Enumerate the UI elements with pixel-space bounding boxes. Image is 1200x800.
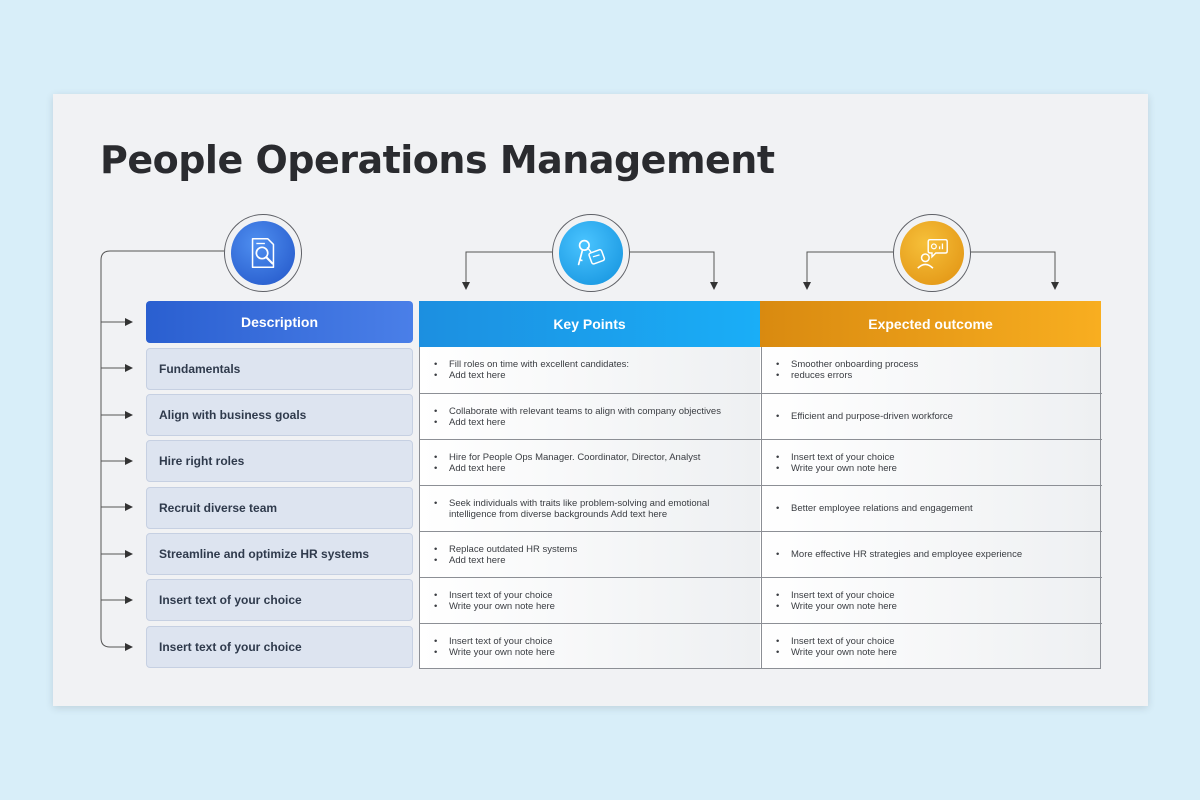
list-item: •Fill roles on time with excellent candi… <box>434 359 630 370</box>
list-item: •Seek individuals with traits like probl… <box>434 497 710 520</box>
list-item: •Write your own note here <box>776 462 897 474</box>
key-tag-icon <box>577 239 606 266</box>
list-item: •Write your own note here <box>434 646 555 658</box>
key-points-icon-badge <box>552 214 630 292</box>
description-cell: Insert text of your choice <box>146 626 413 668</box>
key-points-cell: •Insert text of your choice •Write your … <box>420 577 761 623</box>
document-search-icon <box>251 237 275 269</box>
list-item: •Insert text of your choice <box>434 635 553 647</box>
list-item: •Write your own note here <box>434 600 555 612</box>
list-item: •Insert text of your choice <box>776 589 895 601</box>
list-item: •Insert text of your choice <box>434 589 553 601</box>
key-points-cell: •Replace outdated HR systems •Add text h… <box>420 531 761 577</box>
list-item: •Better employee relations and engagemen… <box>776 503 973 514</box>
list-item: •Insert text of your choice <box>776 451 895 463</box>
outcome-icon-badge <box>893 214 971 292</box>
list-item: •Add text here <box>434 416 506 428</box>
list-item: •Collaborate with relevant teams to alig… <box>434 405 721 417</box>
key-points-cell: •Fill roles on time with excellent candi… <box>420 347 761 393</box>
key-points-header: Key Points <box>419 301 760 347</box>
description-cell: Align with business goals <box>146 394 413 436</box>
description-cell: Hire right roles <box>146 440 413 482</box>
description-cell: Recruit diverse team <box>146 487 413 529</box>
list-item: •Add text here <box>434 370 506 381</box>
outcome-cell: •More effective HR strategies and employ… <box>761 531 1102 577</box>
list-item: •Efficient and purpose-driven workforce <box>776 411 953 422</box>
list-item: •Write your own note here <box>776 600 897 612</box>
expected-outcome-header: Expected outcome <box>760 301 1101 347</box>
person-idea-icon <box>917 238 948 269</box>
description-header: Description <box>146 301 413 343</box>
list-item: •Add text here <box>434 462 506 474</box>
list-item: •reduces errors <box>776 370 853 381</box>
key-points-cell: •Insert text of your choice •Write your … <box>420 623 761 669</box>
outcome-cell: •Better employee relations and engagemen… <box>761 485 1102 531</box>
content-table: •Fill roles on time with excellent candi… <box>419 347 1102 669</box>
list-item: •Add text here <box>434 554 506 566</box>
list-item: •Smoother onboarding process <box>776 359 919 370</box>
page-title: People Operations Management <box>100 138 775 182</box>
outcome-cell: •Smoother onboarding process •reduces er… <box>761 347 1102 393</box>
key-points-cell: •Hire for People Ops Manager. Coordinato… <box>420 439 761 485</box>
outcome-cell: •Efficient and purpose-driven workforce <box>761 393 1102 439</box>
description-cell: Insert text of your choice <box>146 579 413 621</box>
outcome-cell: •Insert text of your choice •Write your … <box>761 439 1102 485</box>
description-icon-badge <box>224 214 302 292</box>
description-cell: Streamline and optimize HR systems <box>146 533 413 575</box>
list-item: •Insert text of your choice <box>776 635 895 647</box>
list-item: •Write your own note here <box>776 646 897 658</box>
outcome-cell: •Insert text of your choice •Write your … <box>761 577 1102 623</box>
outcome-cell: •Insert text of your choice •Write your … <box>761 623 1102 669</box>
key-points-cell: •Seek individuals with traits like probl… <box>420 485 761 531</box>
list-item: •More effective HR strategies and employ… <box>776 549 1023 560</box>
description-cell: Fundamentals <box>146 348 413 390</box>
list-item: •Hire for People Ops Manager. Coordinato… <box>434 451 701 463</box>
key-points-cell: •Collaborate with relevant teams to alig… <box>420 393 761 439</box>
list-item: •Replace outdated HR systems <box>434 543 578 555</box>
